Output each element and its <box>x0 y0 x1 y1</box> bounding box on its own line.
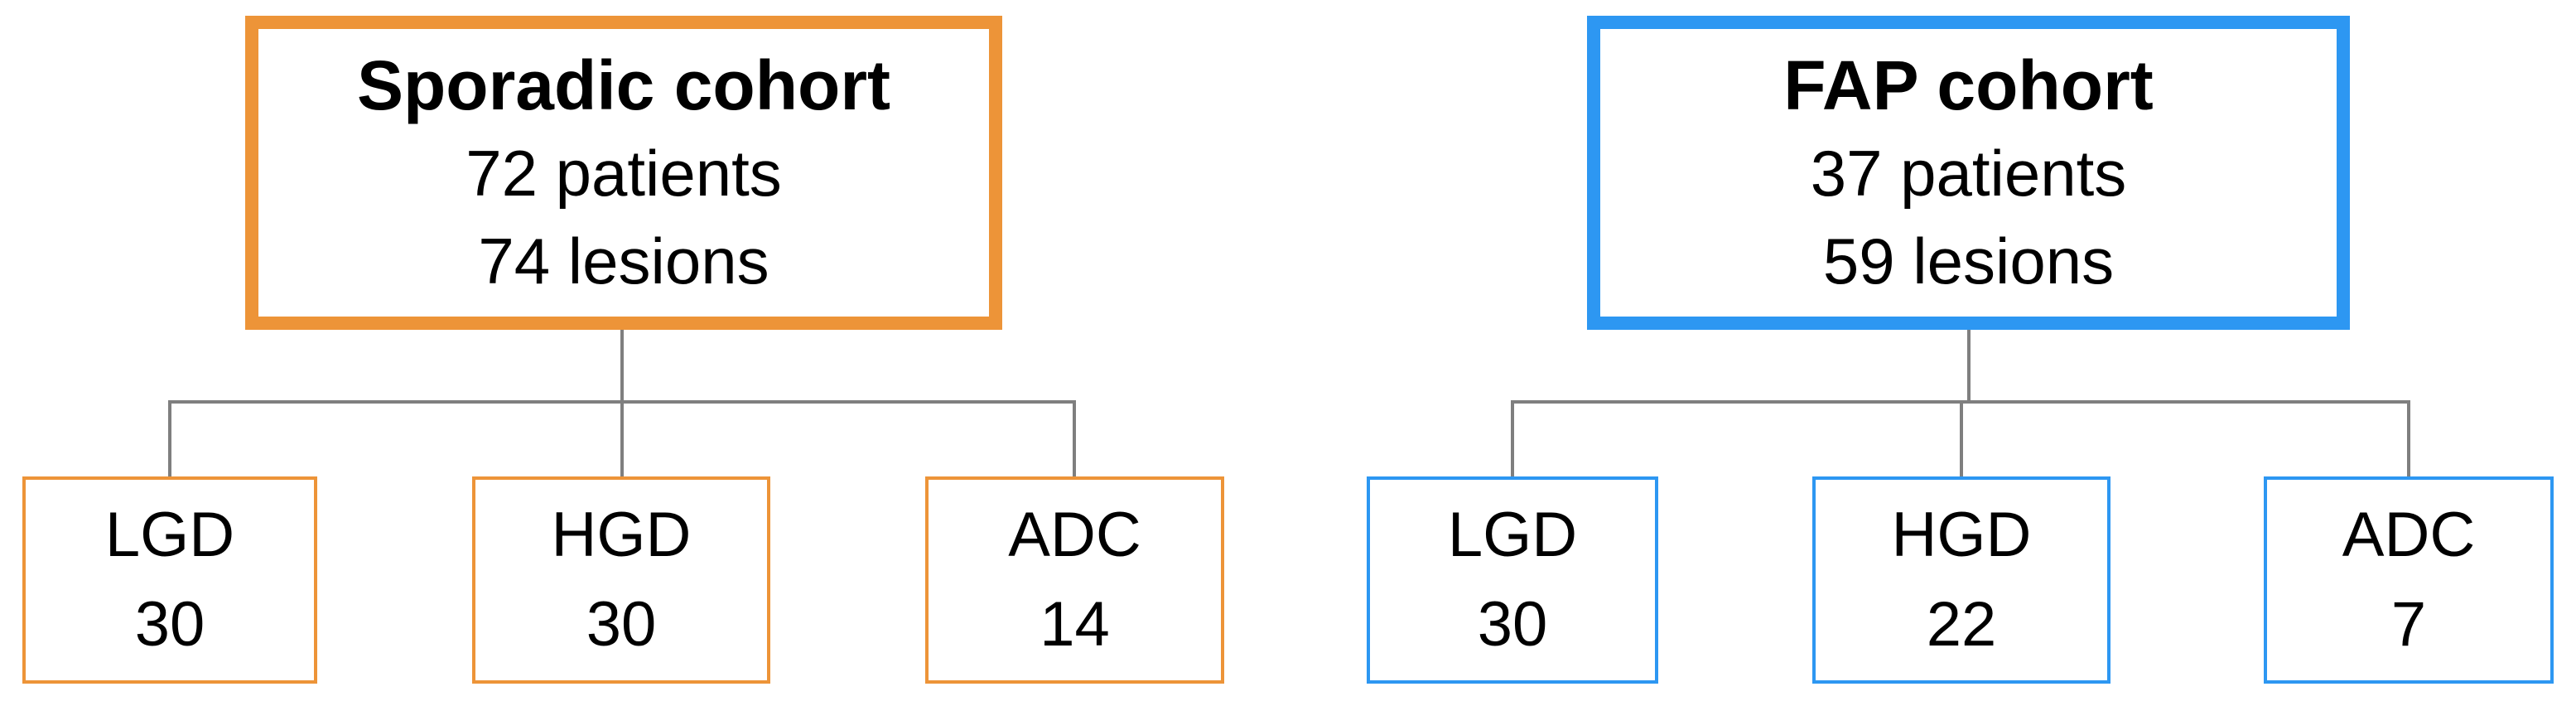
fap-connector-drop-adc <box>2407 400 2410 477</box>
sporadic-cohort-patients: 72 patients <box>466 136 782 210</box>
sporadic-connector-drop-hgd <box>620 400 624 477</box>
node-sporadic-adc: ADC 14 <box>925 476 1224 684</box>
sporadic-cohort-box: Sporadic cohort 72 patients 74 lesions <box>245 16 1002 330</box>
fap-cohort-lesions: 59 lesions <box>1822 224 2115 297</box>
sporadic-cohort-title: Sporadic cohort <box>356 46 891 124</box>
node-fap-hgd: HGD 22 <box>1812 476 2110 684</box>
node-label: LGD <box>1447 500 1578 570</box>
sporadic-connector-drop-adc <box>1073 400 1076 477</box>
node-label: ADC <box>2342 500 2476 570</box>
node-sporadic-lgd: LGD 30 <box>22 476 317 684</box>
node-count: 14 <box>1040 589 1110 660</box>
node-count: 30 <box>134 589 205 660</box>
fap-connector-drop-hgd <box>1960 400 1963 477</box>
fap-cohort-title: FAP cohort <box>1783 46 2154 124</box>
node-label: ADC <box>1008 500 1141 570</box>
sporadic-connector-stem <box>620 330 624 404</box>
node-count: 22 <box>1926 589 1997 660</box>
fap-cohort-patients: 37 patients <box>1810 136 2127 210</box>
node-label: HGD <box>551 500 692 570</box>
node-fap-adc: ADC 7 <box>2264 476 2554 684</box>
fap-connector-stem <box>1967 330 1971 404</box>
node-count: 30 <box>1477 589 1548 660</box>
node-fap-lgd: LGD 30 <box>1367 476 1658 684</box>
node-count: 7 <box>2390 589 2427 660</box>
fap-cohort-box: FAP cohort 37 patients 59 lesions <box>1587 16 2350 330</box>
node-count: 30 <box>586 589 657 660</box>
sporadic-connector-drop-lgd <box>168 400 171 477</box>
node-sporadic-hgd: HGD 30 <box>472 476 770 684</box>
sporadic-cohort-lesions: 74 lesions <box>478 224 769 297</box>
node-label: HGD <box>1891 500 2032 570</box>
fap-connector-drop-lgd <box>1511 400 1514 477</box>
node-label: LGD <box>104 500 235 570</box>
